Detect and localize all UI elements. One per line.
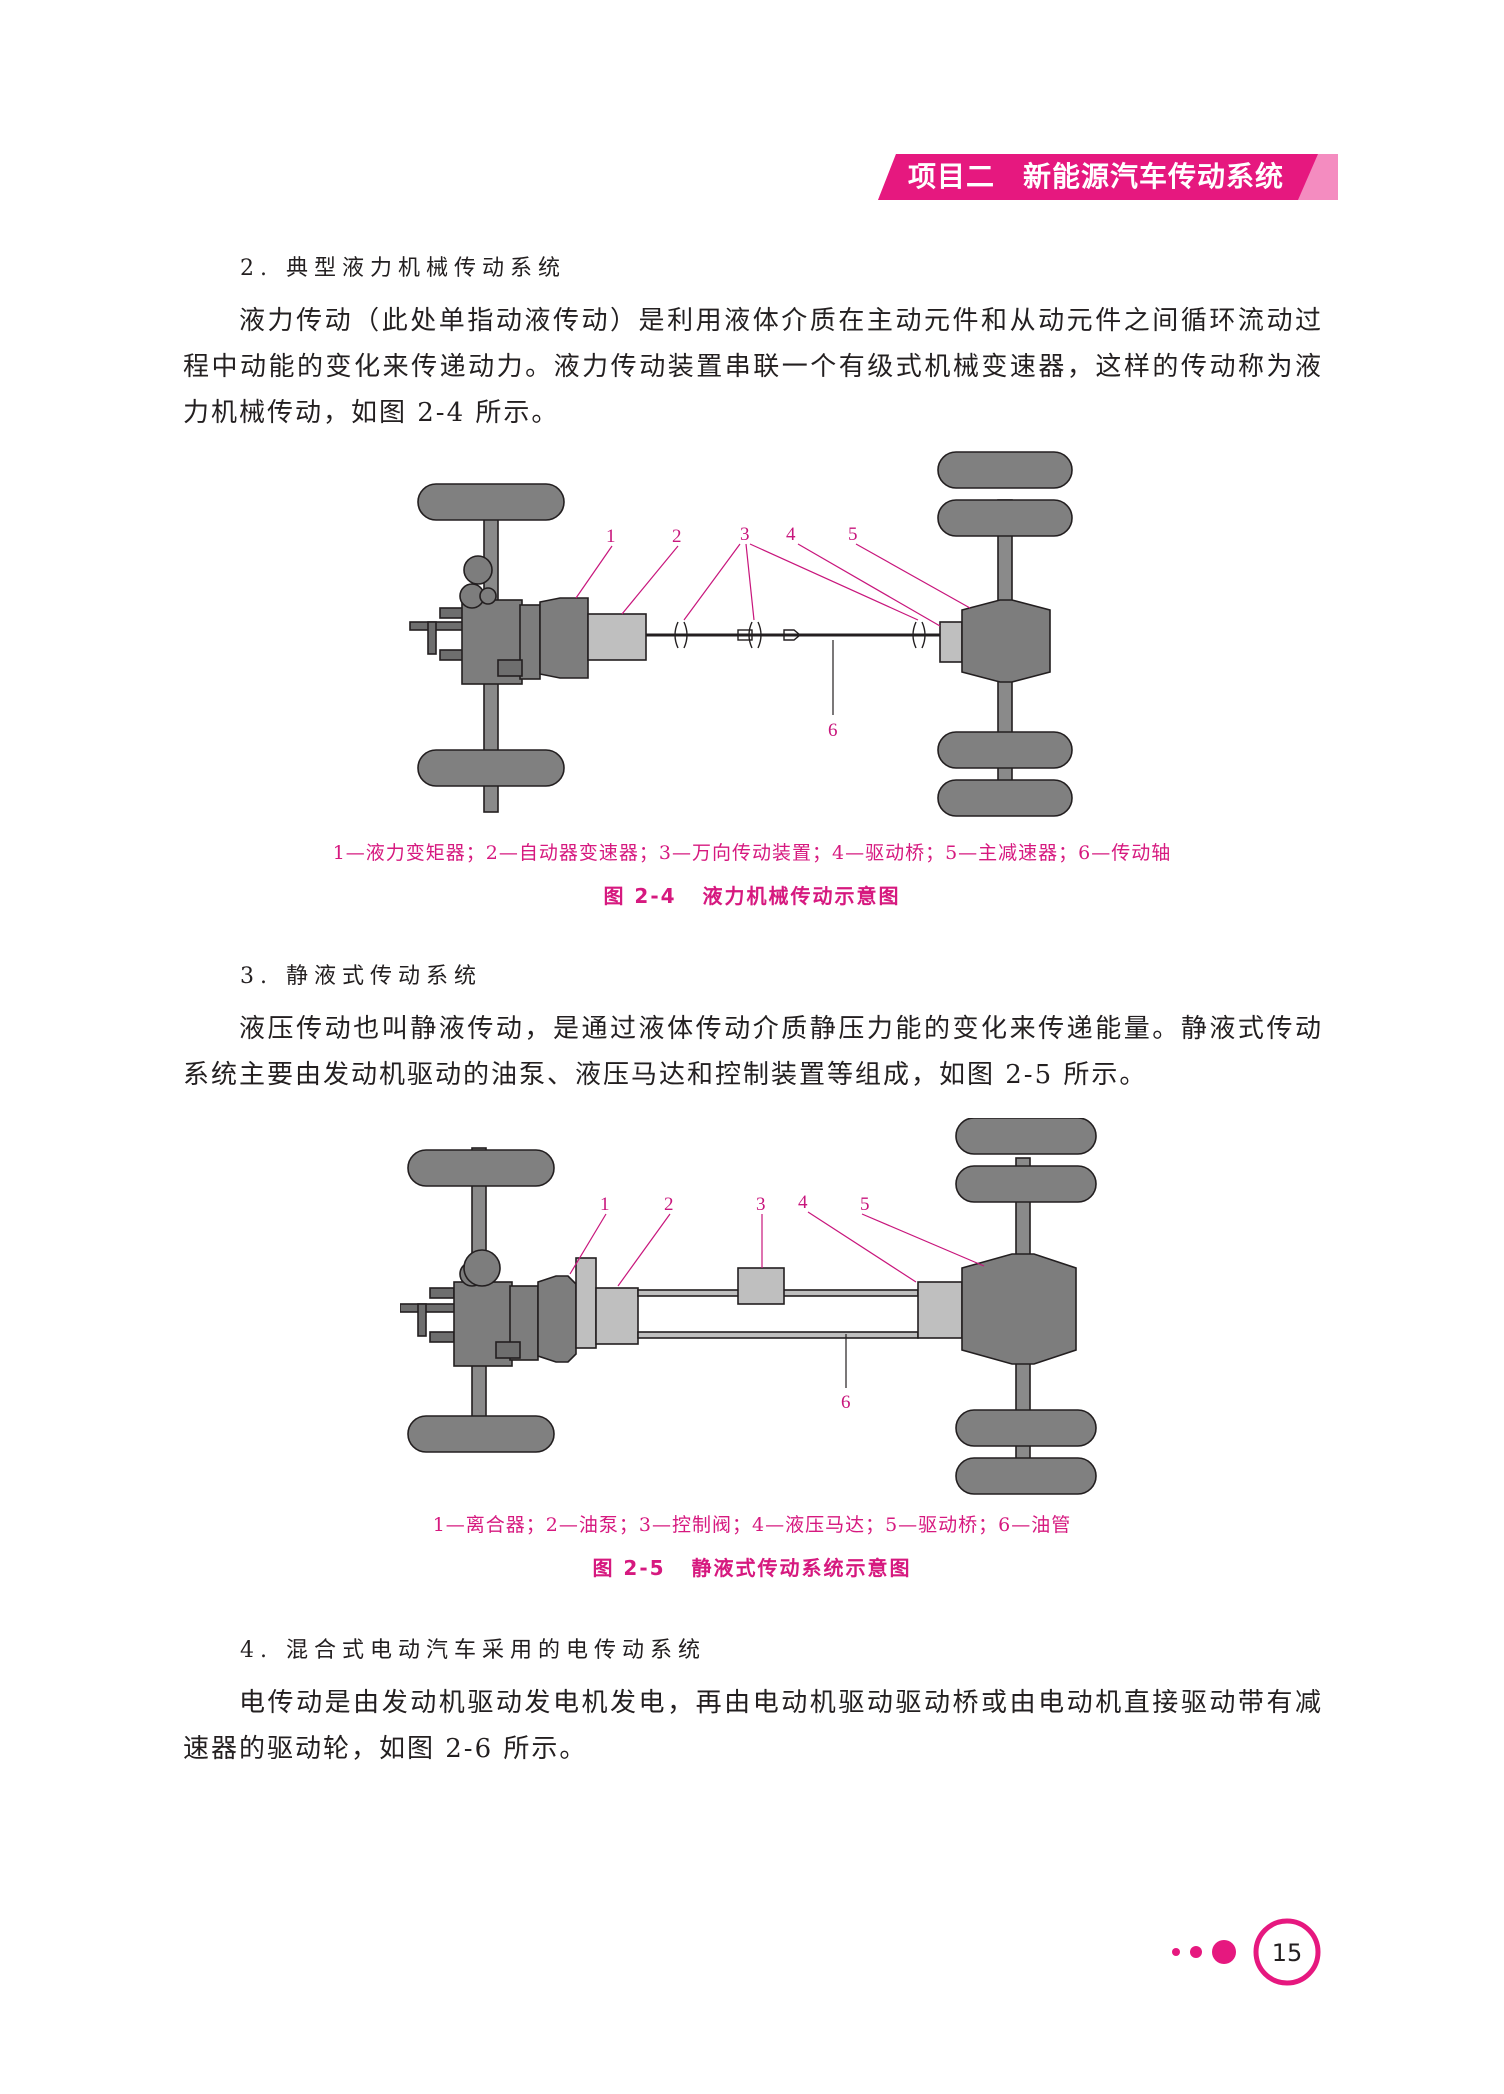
universal-joint <box>912 621 926 649</box>
fan-blade <box>429 1287 455 1299</box>
rear-wheel <box>955 1165 1097 1203</box>
section-body-4: 电传动是由发动机驱动发电机发电，再由电动机驱动驱动桥或由电动机直接驱动带有减速器… <box>183 1680 1323 1772</box>
header-title: 新能源汽车传动系统 <box>1023 160 1285 193</box>
hydraulic-motor <box>917 1281 963 1339</box>
fan-shaft <box>400 1303 457 1313</box>
section-body-3: 液压传动也叫静液传动，是通过液体传动介质静压力能的变化来传递能量。静液式传动系统… <box>183 1006 1323 1098</box>
callout-leader-2 <box>617 1213 671 1287</box>
callout-leader-2 <box>621 545 679 615</box>
rear-wheel <box>937 451 1073 489</box>
callout-leader-3 <box>745 543 755 621</box>
callout-4: 4 <box>798 1192 808 1213</box>
slip-joint <box>737 629 753 641</box>
callout-5: 5 <box>848 524 858 545</box>
caption-number: 图 2-4 <box>603 884 677 908</box>
callout-3: 3 <box>740 524 750 545</box>
oil-pump <box>595 1287 639 1345</box>
figure-2-5-legend: 1—离合器；2—油泵；3—控制阀；4—液压马达；5—驱动桥；6—油管 <box>432 1514 1072 1536</box>
callout-1: 1 <box>600 1194 610 1215</box>
header-project: 项目二 <box>908 160 996 193</box>
callout-leader-4 <box>807 1211 917 1283</box>
callout-2: 2 <box>672 526 682 547</box>
callout-2: 2 <box>664 1194 674 1215</box>
callout-leader-3 <box>683 543 741 621</box>
figure-2-5-caption: 图 2-5 静液式传动系统示意图 <box>0 1552 1504 1581</box>
fan-hub <box>427 621 437 655</box>
paragraph: 液压传动也叫静液传动，是通过液体传动介质静压力能的变化来传递能量。静液式传动系统… <box>183 1014 1323 1090</box>
starter <box>495 1341 521 1359</box>
caption-title: 液力机械传动示意图 <box>702 884 901 908</box>
control-valve <box>737 1267 785 1305</box>
engine-pulley <box>479 587 497 605</box>
callout-4: 4 <box>786 524 796 545</box>
page-number-ring <box>1253 1918 1321 1986</box>
page-number: 15 <box>1271 1939 1303 1967</box>
universal-joint <box>674 621 688 649</box>
caption-number: 图 2-5 <box>592 1556 666 1580</box>
callout-5: 5 <box>860 1194 870 1215</box>
fan-blade <box>429 1331 455 1343</box>
header-banner-shape <box>878 154 1338 200</box>
rear-wheel <box>955 1409 1097 1447</box>
figure-2-4-caption: 图 2-4 液力机械传动示意图 <box>0 880 1504 909</box>
figure-2-5-diagram: 1 2 3 4 5 6 <box>400 1118 1097 1495</box>
universal-joint <box>748 621 762 649</box>
callout-leader-1 <box>575 545 613 599</box>
rear-wheel <box>937 499 1073 537</box>
callout-1: 1 <box>606 526 616 547</box>
paragraph: 液力传动（此处单指动液传动）是利用液体介质在主动元件和从动元件之间循环流动过程中… <box>183 306 1323 428</box>
air-cleaner <box>463 555 493 585</box>
callout-6: 6 <box>841 1392 851 1413</box>
section-body-2: 液力传动（此处单指动液传动）是利用液体介质在主动元件和从动元件之间循环流动过程中… <box>183 298 1323 436</box>
section-heading-2: 2. 典型液力机械传动系统 <box>240 256 566 281</box>
figure-2-4-legend: 1—液力变矩器；2—自动器变速器；3—万向传动装置；4—驱动桥；5—主减速器；6… <box>332 842 1172 864</box>
fan-shaft <box>409 621 467 631</box>
chapter-header-banner: 项目二新能源汽车传动系统 <box>878 154 1338 200</box>
front-left-wheel <box>417 483 565 521</box>
fan-blade <box>439 607 465 619</box>
callout-leader-5 <box>855 543 971 609</box>
clutch <box>537 1275 577 1363</box>
fan-hub <box>417 1303 427 1337</box>
page-dot-medium <box>1190 1946 1202 1958</box>
callout-3: 3 <box>756 1194 766 1215</box>
fan-blade <box>439 649 465 661</box>
page-dot-large <box>1212 1940 1236 1964</box>
page-number-ornament <box>1172 1918 1321 1986</box>
caption-title: 静液式传动系统示意图 <box>691 1556 912 1580</box>
rear-wheel <box>955 1118 1097 1155</box>
flywheel-housing <box>519 604 541 680</box>
front-right-wheel <box>407 1415 555 1453</box>
section-heading-3: 3. 静液式传动系统 <box>240 964 482 989</box>
front-right-wheel <box>417 749 565 787</box>
callout-leader-3 <box>749 543 919 621</box>
callout-leader-1 <box>569 1213 607 1275</box>
callout-leader-5 <box>861 1213 985 1267</box>
torque-converter <box>539 597 589 679</box>
drive-axle-input <box>939 621 963 663</box>
rear-wheel <box>937 779 1073 817</box>
clutch-housing <box>575 1257 597 1349</box>
rear-wheel <box>937 731 1073 769</box>
front-left-wheel <box>407 1149 555 1187</box>
section-heading-4: 4. 混合式电动汽车采用的电传动系统 <box>240 1638 706 1663</box>
starter <box>497 659 523 677</box>
rear-wheel <box>955 1457 1097 1495</box>
paragraph: 电传动是由发动机驱动发电机发电，再由电动机驱动驱动桥或由电动机直接驱动带有减速器… <box>183 1688 1323 1764</box>
final-drive <box>961 599 1051 683</box>
shaft-yoke <box>783 629 802 641</box>
automatic-transmission <box>587 613 647 661</box>
callout-6: 6 <box>828 720 838 741</box>
oil-pipe <box>637 1331 919 1339</box>
callout-leader-4 <box>797 543 941 627</box>
air-cleaner <box>463 1249 501 1287</box>
drive-axle <box>961 1253 1077 1365</box>
figure-2-4-diagram: 1 2 3 4 5 6 <box>409 451 1073 817</box>
page-dot-small <box>1172 1948 1180 1956</box>
